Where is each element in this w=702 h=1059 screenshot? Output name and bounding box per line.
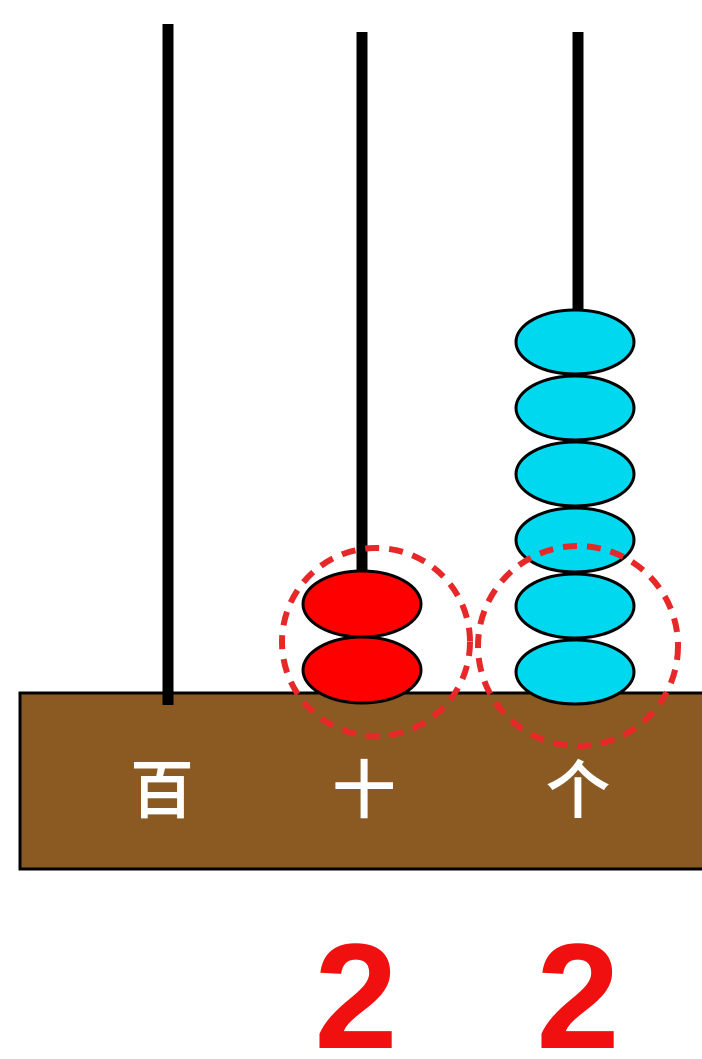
tens-bead-group <box>301 569 423 705</box>
ones-highlight-circle <box>475 543 681 749</box>
ones-bead <box>514 572 636 640</box>
ones-bead <box>514 638 636 706</box>
ones-bead-group <box>514 308 636 706</box>
ones-digit: 2 <box>536 912 619 1059</box>
tens-highlight-circle <box>279 545 473 739</box>
ones-bead <box>514 374 636 442</box>
ones-bead <box>514 308 636 376</box>
tens-bead <box>301 569 423 639</box>
ones-bead <box>514 440 636 508</box>
tens-label: 十 <box>333 754 395 827</box>
abacus-base <box>18 691 702 871</box>
ones-label: 个 <box>547 754 609 827</box>
ones-bead <box>514 506 636 574</box>
tens-digit: 2 <box>314 912 397 1059</box>
hundreds-label: 百 <box>131 754 193 827</box>
tens-bead <box>301 635 423 705</box>
